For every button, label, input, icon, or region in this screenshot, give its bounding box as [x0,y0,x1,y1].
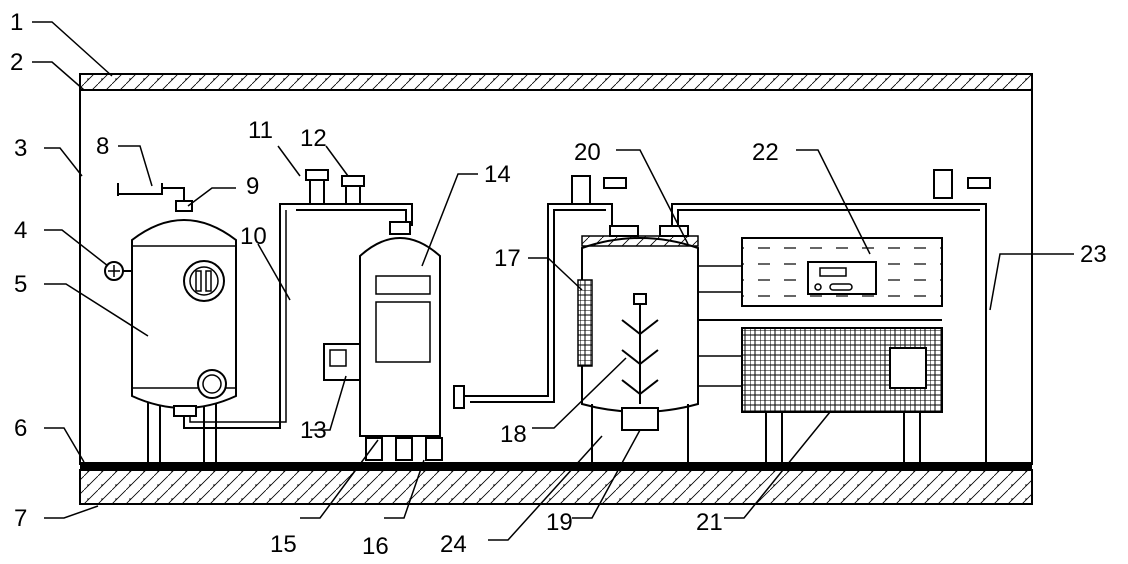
label-19: 19 [546,509,573,536]
label-22: 22 [752,139,779,166]
agitator-icon [621,319,659,396]
label-18: 18 [500,421,527,448]
label-24: 24 [440,531,467,558]
labels: 1 2 3 4 5 6 7 8 9 10 11 12 13 14 15 16 1… [10,9,1107,560]
label-1: 1 [10,9,23,36]
leader-lines [32,21,1074,541]
top-connectors-right [933,169,991,199]
label-14: 14 [484,161,511,188]
label-2: 2 [10,49,23,76]
label-5: 5 [14,271,27,298]
label-7: 7 [14,505,27,532]
display-icon [807,261,877,295]
label-13: 13 [300,417,327,444]
label-23: 23 [1080,241,1107,268]
sight-glass-icon [577,279,593,367]
top-connectors-left [290,169,413,226]
inlet-pipe [117,183,185,201]
label-6: 6 [14,415,27,442]
lower-port-icon [197,369,227,399]
label-21: 21 [696,509,723,536]
outlet-pipe [183,203,300,429]
label-11: 11 [248,117,273,144]
label-15: 15 [270,531,297,558]
label-3: 3 [14,135,27,162]
label-4: 4 [14,217,27,244]
label-20: 20 [574,139,601,166]
label-16: 16 [362,533,389,560]
label-12: 12 [300,125,327,152]
heat-exchange-module [698,319,943,462]
floor [79,462,1033,505]
label-8: 8 [96,133,109,160]
column-unit [323,203,613,461]
label-17: 17 [494,245,521,272]
storage-tank [104,183,300,462]
label-9: 9 [246,173,259,200]
control-unit [698,237,943,307]
label-10: 10 [240,223,267,250]
roof-layer [79,73,1033,91]
floor-plate [80,462,1032,470]
